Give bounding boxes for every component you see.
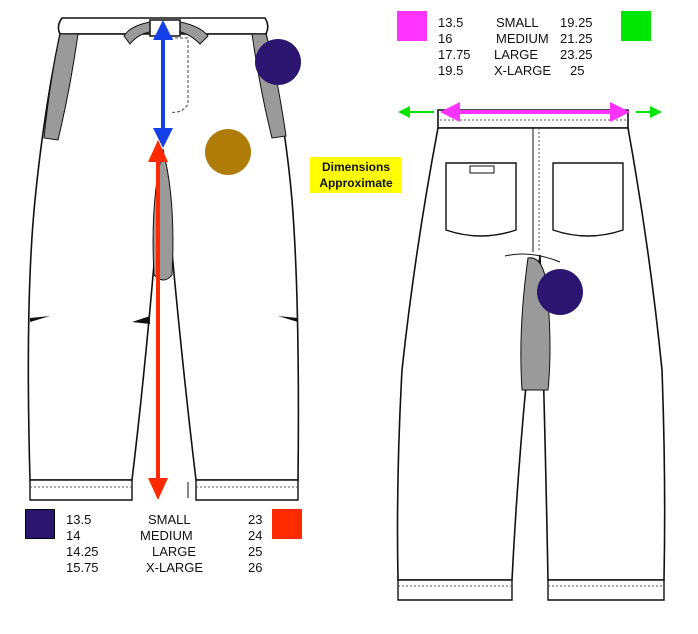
waist-relaxed-value: 16 bbox=[438, 31, 453, 46]
table-row: 16 MEDIUM 21.25 bbox=[438, 31, 608, 47]
waist-stretch-value: 23.25 bbox=[560, 47, 593, 62]
table-row: 13.5 SMALL 19.25 bbox=[438, 15, 608, 31]
waist-relaxed-arrow-left bbox=[440, 102, 460, 122]
front-left-cuff bbox=[29, 479, 133, 501]
size-label: X-LARGE bbox=[494, 63, 552, 78]
size-label: MEDIUM bbox=[496, 31, 549, 46]
table-row: 13.5 SMALL 23 bbox=[66, 512, 276, 528]
waist-relaxed-arrow-right bbox=[610, 102, 630, 122]
back-left-pocket bbox=[445, 162, 517, 237]
table-row: 19.5 X-LARGE 25 bbox=[438, 63, 608, 79]
table-row: 14 MEDIUM 24 bbox=[66, 528, 276, 544]
table-row: 17.75 LARGE 23.25 bbox=[438, 47, 608, 63]
inseam-swatch bbox=[272, 509, 302, 539]
front-belt-strap bbox=[123, 21, 209, 45]
navy-dot-back bbox=[537, 269, 583, 315]
rise-value: 14 bbox=[66, 528, 81, 543]
waist-stretch-value: 19.25 bbox=[560, 15, 593, 30]
size-label: SMALL bbox=[496, 15, 539, 30]
inseam-size-table: 13.5 SMALL 23 14 MEDIUM 24 14.25 LARGE 25 15.7… bbox=[66, 512, 276, 576]
waist-relaxed-value: 19.5 bbox=[438, 63, 464, 78]
inseam-value: 26 bbox=[248, 560, 263, 575]
back-right-pocket bbox=[552, 162, 624, 237]
waist-stretch-value: 21.25 bbox=[560, 31, 593, 46]
inseam-value: 25 bbox=[248, 544, 263, 559]
note-line-2: Approximate bbox=[319, 176, 393, 190]
back-view-pants bbox=[396, 109, 666, 601]
front-right-knee-dart bbox=[278, 316, 298, 322]
back-right-cuff bbox=[547, 579, 665, 601]
waist-stretch-value: 25 bbox=[570, 63, 585, 78]
waist-relaxed-value: 13.5 bbox=[438, 15, 464, 30]
front-left-knee-dart bbox=[30, 316, 50, 322]
size-label: X-LARGE bbox=[146, 560, 204, 575]
waist-relaxed-value: 17.75 bbox=[438, 47, 471, 62]
front-mid-knee-dart bbox=[132, 316, 150, 324]
gold-dot-front bbox=[205, 129, 251, 175]
inseam-value: 23 bbox=[248, 512, 263, 527]
pocket-label bbox=[469, 165, 495, 174]
back-body-outline bbox=[396, 127, 666, 581]
table-row: 14.25 LARGE 25 bbox=[66, 544, 276, 560]
rise-value: 13.5 bbox=[66, 512, 92, 527]
inseam-arrow-head-top bbox=[148, 140, 168, 162]
waist-relaxed-swatch bbox=[397, 11, 427, 41]
waist-stretch-swatch bbox=[621, 11, 651, 41]
inseam-value: 24 bbox=[248, 528, 263, 543]
size-label: LARGE bbox=[494, 47, 539, 62]
dimensions-note: Dimensions Approximate bbox=[310, 157, 402, 193]
navy-dot-front bbox=[255, 39, 301, 85]
size-label: SMALL bbox=[148, 512, 191, 527]
front-right-cuff bbox=[195, 479, 299, 501]
note-line-1: Dimensions bbox=[321, 160, 390, 174]
waist-size-table: 13.5 SMALL 19.25 16 MEDIUM 21.25 17.75 LARGE 2… bbox=[438, 15, 608, 79]
table-row: 15.75 X-LARGE 26 bbox=[66, 560, 276, 576]
size-label: MEDIUM bbox=[140, 528, 193, 543]
size-label: LARGE bbox=[152, 544, 197, 559]
front-rise-swatch bbox=[25, 509, 55, 539]
back-left-cuff bbox=[397, 579, 513, 601]
front-left-side-panel bbox=[43, 33, 79, 141]
rise-value: 15.75 bbox=[66, 560, 99, 575]
rise-value: 14.25 bbox=[66, 544, 99, 559]
inseam-arrow-head-bottom bbox=[148, 478, 168, 500]
